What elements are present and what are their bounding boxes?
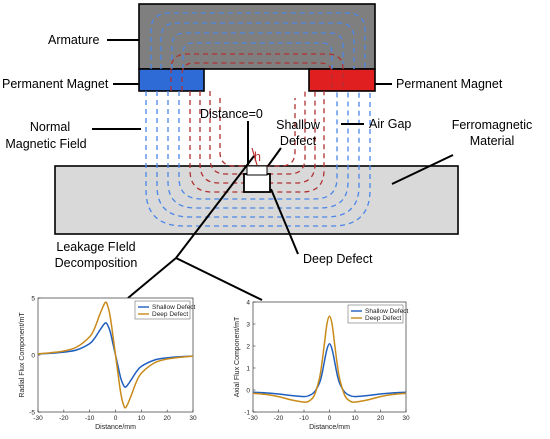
y-axis-label: Radial Flux Component/mT — [19, 312, 26, 398]
shallow-defect-label-line2: Defect — [280, 134, 317, 148]
armature-label: Armature — [48, 33, 99, 47]
legend-label: Deep Defect — [365, 315, 401, 322]
x-tick-label: 20 — [164, 415, 172, 422]
x-tick-label: 10 — [351, 415, 359, 422]
series-line-deep — [37, 301, 194, 409]
leakage-decomposition-label-line2: Decomposition — [55, 256, 138, 270]
y-tick-label: -5 — [29, 409, 35, 416]
air-gap-label: Air Gap — [369, 117, 411, 131]
legend-label: Shallow Defect — [365, 308, 409, 315]
permanent-magnet-right-label: Permanent Magnet — [396, 77, 503, 91]
y-tick-label: 0 — [31, 352, 35, 359]
y-tick-label: -1 — [244, 409, 250, 416]
deep-defect-label: Deep Defect — [303, 252, 373, 266]
y-axis-label: Axial Flux Component/mT — [234, 316, 241, 397]
x-tick-label: 30 — [189, 415, 197, 422]
y-tick-label: 0 — [246, 387, 250, 394]
y-tick-label: 4 — [246, 299, 250, 306]
series-line-deep — [252, 315, 407, 403]
x-tick-label: -20 — [274, 415, 284, 422]
permanent-magnet-right — [308, 68, 376, 92]
leader-lines — [92, 39, 454, 301]
series-line-shallow — [252, 343, 407, 398]
x-tick-label: 10 — [138, 415, 146, 422]
x-tick-label: 0 — [114, 415, 118, 422]
normal-field-label-line2: Magnetic Field — [5, 137, 86, 151]
x-tick-label: -10 — [85, 415, 95, 422]
x-axis-label: Distance/mm — [309, 424, 350, 431]
x-tick-label: -20 — [59, 415, 69, 422]
x-tick-label: -30 — [248, 415, 258, 422]
y-tick-label: 3 — [246, 321, 250, 328]
normal-field-lines — [145, 12, 371, 227]
y-tick-label: 1 — [246, 365, 250, 372]
ferromagnetic-label-line1: Ferromagnetic — [452, 118, 533, 132]
y-tick-label: 5 — [31, 295, 35, 302]
x-axis-label: Distance/mm — [95, 424, 136, 431]
x-tick-label: -10 — [299, 415, 309, 422]
ferromagnetic-label-line2: Material — [470, 134, 514, 148]
y-tick-label: 2 — [246, 343, 250, 350]
x-tick-label: 30 — [402, 415, 410, 422]
leakage-decomposition-label-line1: Leakage FIeld — [56, 240, 135, 254]
x-tick-label: 0 — [328, 415, 332, 422]
x-tick-label: -30 — [33, 415, 43, 422]
legend-label: Deep Defect — [152, 311, 188, 318]
distance-zero-label: Distance=0 — [200, 107, 263, 121]
deep-defect-slot — [243, 173, 271, 193]
armature — [138, 3, 376, 70]
shallow-defect-label-line1: Shallow — [276, 118, 321, 132]
normal-field-label-line1: Normal — [30, 120, 70, 134]
x-tick-label: 20 — [377, 415, 385, 422]
legend-label: Shallow Defect — [152, 304, 196, 311]
permanent-magnet-left-label: Permanent Magnet — [2, 77, 109, 91]
depth-symbol: h — [254, 150, 261, 164]
shallow-defect-slot — [246, 165, 268, 176]
